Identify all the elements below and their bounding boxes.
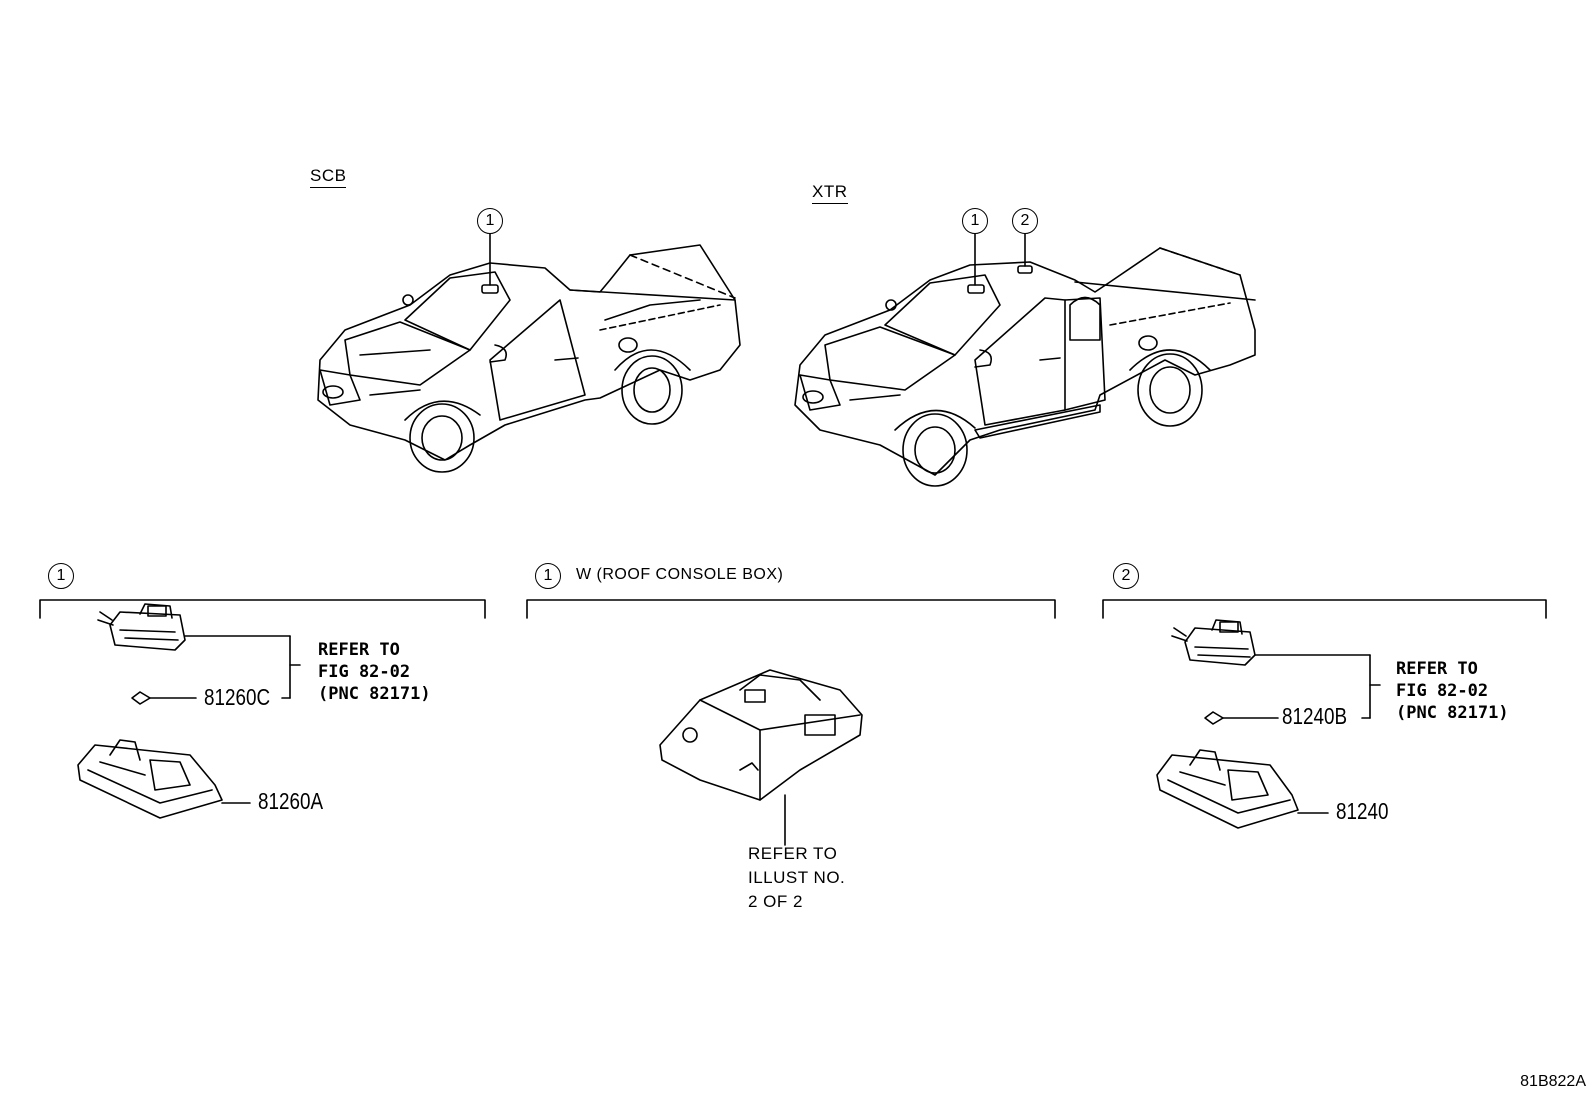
scb-label: SCB bbox=[310, 166, 347, 188]
right-refer-note: REFER TO FIG 82-02 (PNC 82171) bbox=[1396, 659, 1509, 723]
xtr-truck-illustration bbox=[794, 233, 1256, 487]
xtr-callout-1: 1 bbox=[962, 208, 988, 234]
right-socket-illustration bbox=[1171, 619, 1381, 719]
part-number-81260c: 81260C bbox=[204, 684, 271, 710]
part-number-81240b: 81240B bbox=[1282, 703, 1348, 729]
xtr-callout-2: 2 bbox=[1012, 208, 1038, 234]
left-socket-illustration bbox=[97, 603, 301, 699]
diagram-code: 81B822A bbox=[1520, 1073, 1586, 1090]
part-number-81260a: 81260A bbox=[258, 788, 324, 814]
section-left-callout: 1 bbox=[48, 563, 74, 589]
left-lamp-illustration bbox=[77, 739, 251, 819]
section-center-title: W (ROOF CONSOLE BOX) bbox=[576, 566, 784, 583]
section-center-callout: 1 bbox=[535, 563, 561, 589]
xtr-label: XTR bbox=[812, 182, 848, 204]
part-number-81240: 81240 bbox=[1336, 798, 1389, 824]
left-bulb-illustration bbox=[131, 691, 197, 705]
right-bulb-illustration bbox=[1204, 711, 1279, 725]
scb-truck-illustration bbox=[317, 233, 741, 473]
center-refer-note: REFER TO ILLUST NO. 2 OF 2 bbox=[748, 844, 846, 911]
right-lamp-illustration bbox=[1156, 749, 1329, 829]
left-refer-note: REFER TO FIG 82-02 (PNC 82171) bbox=[318, 640, 431, 704]
scb-callout-1: 1 bbox=[477, 208, 503, 234]
section-right-callout: 2 bbox=[1113, 563, 1139, 589]
roof-console-illustration bbox=[659, 669, 863, 846]
